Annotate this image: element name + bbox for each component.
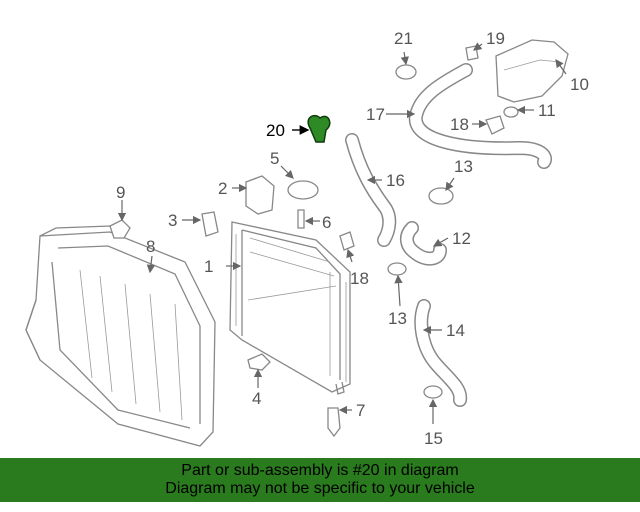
callout-21: 21 bbox=[394, 29, 413, 48]
part-13-clamp bbox=[428, 187, 454, 205]
callout-12: 12 bbox=[452, 229, 471, 248]
callout-1: 1 bbox=[204, 257, 213, 276]
callout-labels: 1 2 3 4 5 6 7 8 9 10 11 12 13 13 14 15 1… bbox=[116, 29, 589, 448]
part-11-cap bbox=[503, 106, 519, 118]
expansion-tank bbox=[495, 39, 569, 103]
part-18-clip bbox=[339, 231, 355, 251]
callout-14: 14 bbox=[446, 321, 465, 340]
part-2-bracket bbox=[245, 175, 275, 215]
callout-20: 20 bbox=[266, 121, 285, 140]
fan-shroud bbox=[25, 225, 216, 447]
banner-line-2: Diagram may not be specific to your vehi… bbox=[165, 480, 475, 497]
radiator bbox=[229, 221, 351, 395]
part-3-clip bbox=[201, 211, 219, 237]
part-9-mount bbox=[109, 219, 131, 239]
callout-9: 9 bbox=[116, 183, 125, 202]
hoses bbox=[345, 63, 552, 407]
callout-15: 15 bbox=[424, 429, 443, 448]
part-7-drain bbox=[327, 407, 341, 438]
callout-2: 2 bbox=[218, 179, 227, 198]
expansion-tank-detail bbox=[503, 59, 561, 71]
part-18-clip bbox=[485, 115, 505, 135]
callout-3: 3 bbox=[168, 211, 177, 230]
callout-16: 16 bbox=[386, 171, 405, 190]
parts-diagram: 1 2 3 4 5 6 7 8 9 10 11 12 13 13 14 15 1… bbox=[25, 29, 589, 448]
callout-7: 7 bbox=[356, 401, 365, 420]
callout-13a: 13 bbox=[454, 157, 473, 176]
callout-19: 19 bbox=[486, 29, 505, 48]
banner-line-1: Part or sub-assembly is #20 in diagram bbox=[181, 462, 459, 479]
leader-lines bbox=[117, 42, 567, 424]
part-6-sensor bbox=[297, 209, 305, 229]
part-15-clamp bbox=[423, 385, 443, 399]
callout-4: 4 bbox=[252, 389, 261, 408]
part-13-clamp bbox=[387, 262, 407, 276]
callout-18a: 18 bbox=[450, 115, 469, 134]
callout-8: 8 bbox=[146, 237, 155, 256]
part-21-clamp bbox=[395, 64, 417, 80]
part-20-highlight bbox=[307, 114, 331, 143]
callout-5: 5 bbox=[270, 149, 279, 168]
callout-17: 17 bbox=[366, 105, 385, 124]
part-5-cap bbox=[287, 180, 319, 200]
callout-11: 11 bbox=[538, 101, 556, 120]
callout-10: 10 bbox=[570, 75, 589, 94]
info-banner: Part or sub-assembly is #20 in diagram D… bbox=[0, 458, 640, 502]
callout-18b: 18 bbox=[350, 269, 369, 288]
callout-13b: 13 bbox=[388, 309, 407, 328]
callout-6: 6 bbox=[322, 213, 331, 232]
part-4-mount bbox=[247, 353, 271, 371]
